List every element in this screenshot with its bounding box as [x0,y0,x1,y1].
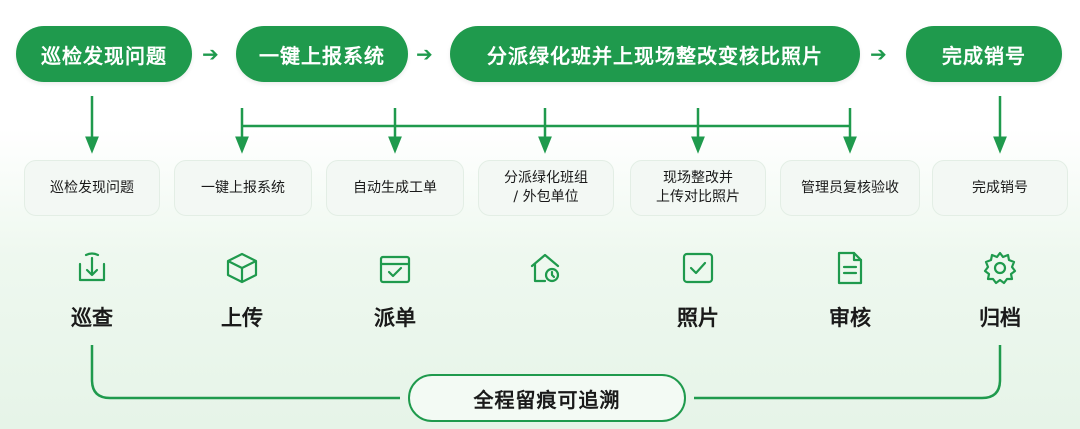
flow-step-label: 分派绿化班并上现场整改变核比照片 [487,43,823,68]
card-line: 分派绿化班组 [504,170,588,186]
card-line: / 外包单位 [513,189,579,205]
gear-icon [982,250,1018,286]
card-line: 自动生成工单 [353,179,437,196]
checkbox-icon [680,250,716,286]
module-label: 巡查 [71,306,113,330]
card-line: 上传对比照片 [656,189,740,205]
flow-step-dispatch: 分派绿化班并上现场整改变核比照片 [450,26,860,82]
step-card: 分派绿化班组 / 外包单位 [478,160,614,216]
flow-arrow-icon: ➔ [202,42,219,66]
flow-step-report: 一键上报系统 [236,26,408,82]
cube-box-icon [224,250,260,286]
step-card: 巡检发现问题 [24,160,160,216]
module-label: 派单 [374,306,416,330]
card-line: 巡检发现问题 [50,179,134,196]
module-label: 上传 [221,306,263,330]
step-card: 现场整改并 上传对比照片 [630,160,766,216]
flow-step-label: 完成销号 [942,43,1026,68]
card-line: 一键上报系统 [201,179,285,196]
card-line: 完成销号 [972,179,1028,196]
card-line: 管理员复核验收 [801,179,899,196]
step-card: 完成销号 [932,160,1068,216]
traceability-label: 全程留痕可追溯 [473,387,621,412]
trace-right-line [694,345,1002,400]
step-card: 管理员复核验收 [780,160,920,216]
module-label: 照片 [677,306,719,330]
home-clock-icon [527,250,563,286]
module-label: 审核 [829,306,871,330]
step-card: 自动生成工单 [326,160,464,216]
flow-step-close: 完成销号 [906,26,1062,82]
document-icon [832,250,868,286]
flow-step-label: 一键上报系统 [259,43,385,68]
step-card: 一键上报系统 [174,160,312,216]
flow-step-inspect: 巡检发现问题 [16,26,192,82]
card-line: 现场整改并 [663,170,733,186]
trace-left-line [90,345,400,400]
download-tray-icon [74,250,110,286]
flow-arrow-icon: ➔ [870,42,887,66]
flow-arrow-icon: ➔ [416,42,433,66]
calendar-check-icon [377,250,413,286]
flow-step-label: 巡检发现问题 [41,43,167,68]
traceability-badge: 全程留痕可追溯 [408,374,686,422]
module-label: 归档 [979,306,1021,330]
